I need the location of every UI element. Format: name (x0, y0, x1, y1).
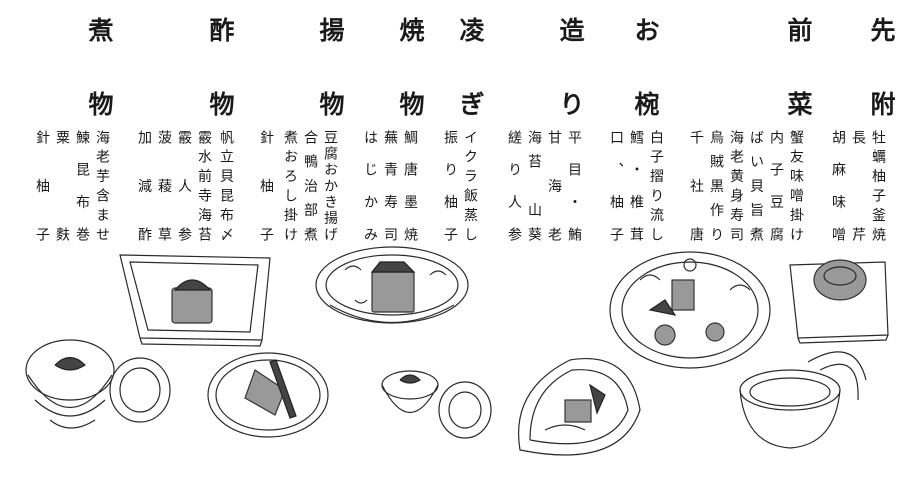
dish-item: 牡蠣柚子釜焼 (870, 130, 886, 242)
heading-agemono: 揚 物 (315, 18, 349, 118)
heading-char: 附 (870, 90, 896, 119)
dish-item: 鱈・椎茸 (628, 130, 644, 242)
dish-item: 胡麻味噌 (830, 130, 846, 242)
leaf-plate-icon (518, 358, 641, 456)
dish-item: 縒り人参 (506, 130, 522, 242)
dish-item: 海老芋含ませ (94, 130, 110, 242)
heading-char: り (559, 90, 585, 119)
dish-item: 粟 麩 (54, 130, 70, 242)
dish-item: 針 柚 子 (258, 130, 274, 242)
dish-item: 豆腐おかき揚げ (322, 130, 338, 242)
heading-char: 物 (209, 90, 235, 119)
dish-item: 霰 人 参 (176, 130, 192, 242)
dish-item: 針 柚 子 (34, 130, 50, 242)
square-bowl-icon (119, 254, 271, 347)
dish-illustrations (25, 246, 889, 456)
dish-item: 甘 海 老 (546, 130, 562, 242)
dish-item: 千 社 唐 (688, 130, 704, 242)
heading-yakimono: 焼 物 (395, 18, 429, 118)
heading-owan: お 椀 (630, 18, 664, 118)
round-platter-icon (315, 246, 469, 324)
heading-char: 椀 (634, 90, 660, 119)
heading-zensai: 前 菜 (783, 18, 817, 118)
dish-item: 加 減 酢 (136, 130, 152, 242)
heading-char: 酢 (209, 16, 235, 45)
heading-char: 前 (787, 16, 813, 45)
dish-item: 煮おろし掛け (282, 130, 298, 242)
heading-tsukuri: 造 り (555, 18, 589, 118)
dish-item: 蟹友味噌掛け (788, 130, 804, 242)
lacquer-bowls-icon (25, 339, 171, 429)
heading-char: 揚 (319, 16, 345, 45)
dish-item: 平目・鮪 (566, 130, 582, 242)
heading-char: 凌 (459, 16, 485, 45)
heading-sunomono: 酢 物 (205, 18, 239, 118)
heading-char: 焼 (399, 16, 425, 45)
dish-item: 帆立貝昆布〆 (218, 130, 234, 242)
heading-char: 物 (399, 90, 425, 119)
heading-nimono: 煮 物 (84, 18, 118, 118)
dish-item: 霰水前寺海苔 (196, 130, 212, 242)
heading-char: 先 (870, 16, 896, 45)
heading-shinogi: 凌 ぎ (455, 18, 489, 118)
lidded-cup-icon (609, 251, 771, 369)
heading-char: ぎ (459, 90, 485, 119)
heading-char: お (634, 16, 660, 45)
heading-char: 造 (559, 16, 585, 45)
dish-item: 海苔 山葵 (526, 130, 542, 242)
heading-char: 菜 (787, 90, 813, 119)
dish-item: イクラ飯蒸し (462, 130, 478, 242)
dish-item: 鯛唐墨焼 (402, 130, 418, 242)
dish-item: 合鴨治部煮 (302, 130, 318, 242)
dish-item: 白子摺り流し (648, 130, 664, 242)
small-square-dish-icon (789, 259, 889, 344)
dish-item: 振り柚子 (442, 130, 458, 242)
oval-plate-icon (207, 352, 329, 438)
heading-char: 煮 (88, 16, 114, 45)
dish-item: 烏賊黒作り (708, 130, 724, 242)
dish-item: 蕪青寿司 (382, 130, 398, 242)
fish-plate-icon (739, 351, 867, 449)
heading-char: 物 (88, 90, 114, 119)
dish-item: 内子豆腐 (768, 130, 784, 242)
dish-item: 海老黄身寿司 (728, 130, 744, 242)
dish-item: 鰊 昆 布 巻 (74, 130, 90, 242)
dish-item: はじかみ (362, 130, 378, 242)
dish-item: 長 芹 (850, 130, 866, 242)
heading-sakizuke: 先 附 (866, 18, 900, 118)
lidded-bowl-icon (381, 370, 492, 439)
heading-char: 物 (319, 90, 345, 119)
dish-item: 口、柚子 (608, 130, 624, 242)
dish-item: ばい貝旨煮 (748, 130, 764, 242)
dish-item: 菠 薐 草 (156, 130, 172, 242)
